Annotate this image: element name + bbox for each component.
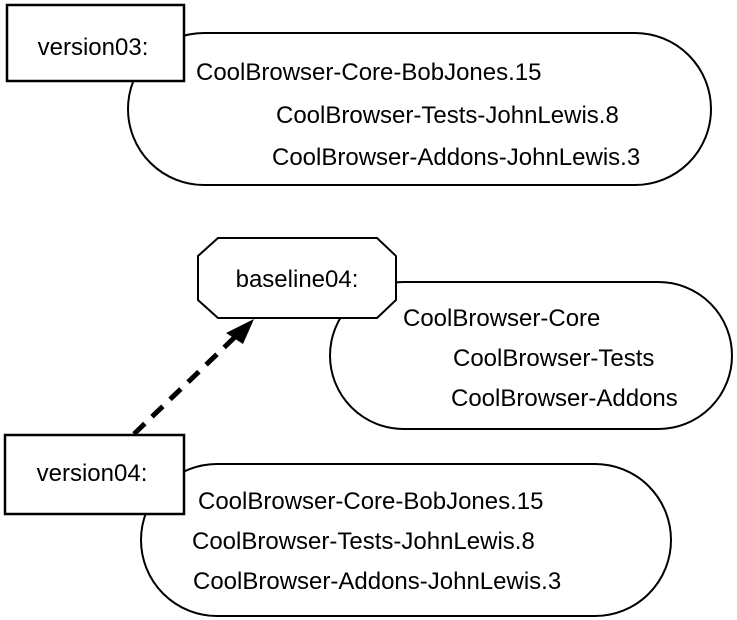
baseline04-component-core: CoolBrowser-Core [403, 305, 600, 332]
baseline04-label: baseline04: [236, 266, 359, 293]
version04-component-addons: CoolBrowser-Addons-JohnLewis.3 [193, 568, 561, 595]
baseline04-component-tests: CoolBrowser-Tests [453, 345, 654, 372]
baseline04-components-bubble [329, 281, 733, 430]
version03-node [5, 3, 186, 83]
baseline04-group: baseline04: CoolBrowser-Core CoolBrowser… [197, 237, 733, 430]
version04-components-bubble [140, 463, 672, 617]
version03-component-addons: CoolBrowser-Addons-JohnLewis.3 [272, 144, 640, 171]
version03-component-core: CoolBrowser-Core-BobJones.15 [196, 59, 542, 86]
version04-component-core: CoolBrowser-Core-BobJones.15 [198, 488, 544, 515]
version04-label: version04: [37, 460, 148, 487]
baseline04-component-addons: CoolBrowser-Addons [451, 385, 678, 412]
version03-component-tests: CoolBrowser-Tests-JohnLewis.8 [276, 102, 619, 129]
version04-node [3, 433, 186, 516]
baseline04-node [197, 237, 397, 319]
version03-group: version03: CoolBrowser-Core-BobJones.15 … [5, 3, 712, 186]
version04-component-tests: CoolBrowser-Tests-JohnLewis.8 [192, 528, 535, 555]
dashed-arrow-line [132, 334, 238, 436]
version04-group: version04: CoolBrowser-Core-BobJones.15 … [3, 433, 672, 617]
version03-components-bubble [127, 32, 712, 186]
version03-label: version03: [38, 34, 149, 61]
dashed-arrow-head-icon [226, 319, 254, 344]
edge-version04-to-baseline04 [132, 319, 254, 436]
